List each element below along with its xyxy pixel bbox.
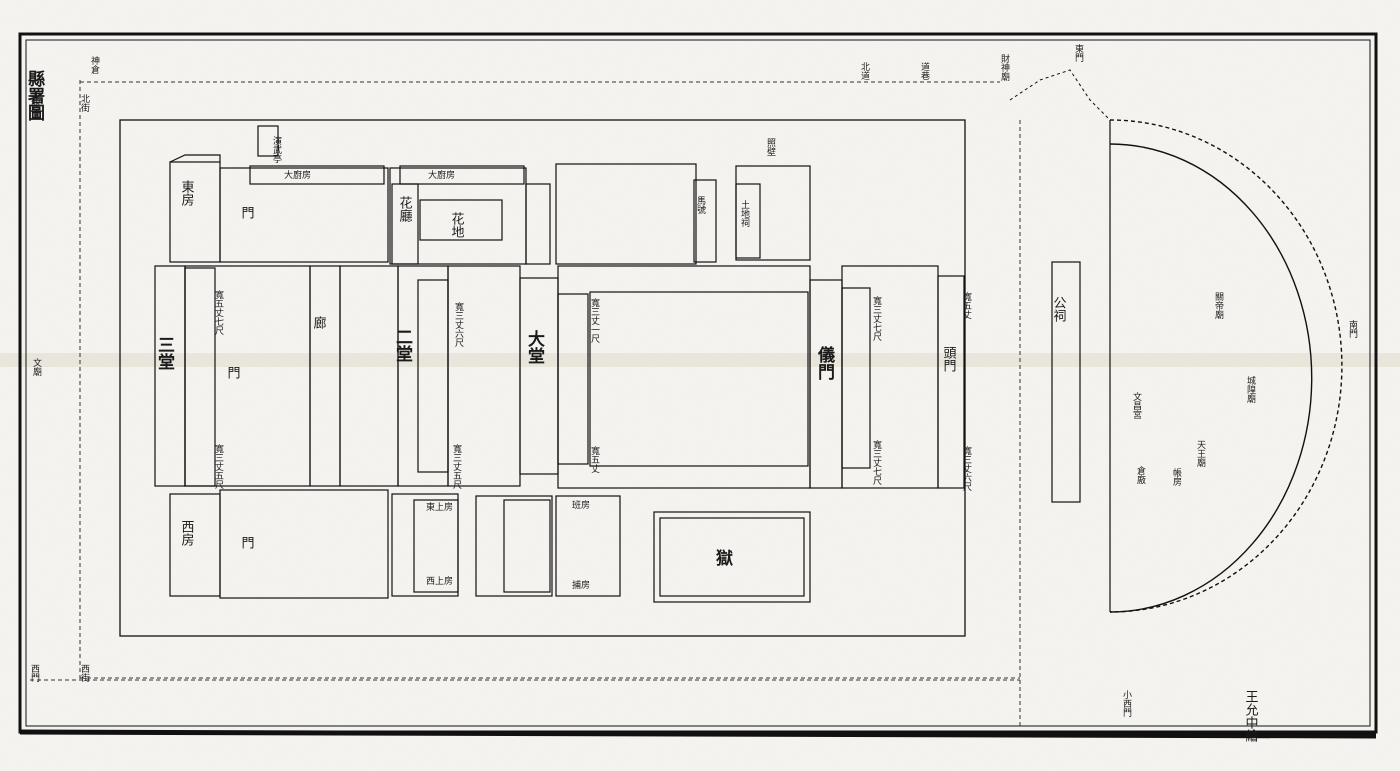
- label-shenchang: 神倉: [89, 55, 100, 75]
- label-quan-fang: 捕房: [572, 579, 590, 591]
- label-east-gate: 東門: [1073, 43, 1084, 63]
- street-lines: [30, 80, 1021, 726]
- label-kuan-8: 寬五丈: [589, 445, 600, 474]
- label-xi-fang: 西房: [179, 520, 195, 546]
- label-dachu: 大廚房: [284, 169, 311, 181]
- label-tudi: 土地祠: [739, 199, 750, 228]
- map-author: 王允中繪: [1243, 690, 1259, 743]
- label-dong-shangfang: 東上房: [426, 501, 453, 513]
- map-labels: 縣署圖 神倉 北門 北街 西門 西街 小西門 王允中繪 南門 東門 財神廟 文廟…: [24, 43, 1358, 744]
- label-hua-di: 花地: [449, 211, 465, 238]
- label-dongfang: 東房: [179, 179, 195, 206]
- label-north-gate: 北門: [29, 94, 40, 113]
- label-chenghuang: 城隍廟: [1245, 376, 1256, 404]
- label-men-north: 門: [239, 206, 254, 220]
- label-dao-xiang: 道巷: [919, 61, 930, 80]
- west-buildings: [169, 125, 811, 265]
- label-xi-shangfang: 西上房: [426, 575, 453, 587]
- label-kuan-6: 寬三丈五尺: [451, 443, 462, 490]
- label-men-west: 門: [225, 366, 240, 380]
- label-xiecang: 倉廒: [1135, 465, 1146, 485]
- map-title: 縣署圖: [24, 70, 46, 122]
- label-kuan-2: 寬三丈六尺: [453, 301, 464, 348]
- label-small-west-gate: 小西門: [1121, 690, 1132, 718]
- label-kuan-5: 寬三丈五尺: [213, 443, 224, 490]
- label-datang: 大堂: [524, 329, 545, 364]
- label-kuan-3: 寬五丈七尺: [213, 289, 224, 336]
- label-toumen: 頭門: [941, 346, 957, 373]
- east-precinct: [1009, 69, 1343, 613]
- label-cuan-fang: 班房: [572, 499, 590, 511]
- label-men-south: 門: [239, 536, 254, 550]
- bottom-frame-shadow: [19, 729, 1377, 739]
- label-guandi: 關帝廟: [1213, 292, 1224, 320]
- label-yanwu: 演武亭: [271, 135, 282, 163]
- label-south-gate: 南門: [1347, 319, 1358, 339]
- label-kuan-1: 寬三丈一尺: [589, 297, 600, 344]
- label-sanfang: 三堂: [154, 336, 175, 370]
- label-jail: 獄: [715, 548, 733, 569]
- label-caishen: 財神廟: [999, 53, 1010, 82]
- label-kuan-4: 寬三丈七尺: [871, 295, 882, 342]
- label-wencang-gong: 文昌宮: [1131, 391, 1142, 420]
- label-zhang-fang: 帳房: [1171, 467, 1182, 487]
- label-north-street: 北街: [79, 94, 90, 113]
- middle-buildings: [154, 265, 965, 489]
- label-wumiao: 文廟: [31, 357, 42, 377]
- compound-wall: [119, 119, 966, 637]
- label-west-gate: 西門: [29, 664, 40, 683]
- inner-frame: [25, 39, 1371, 727]
- label-bei-dao: 北道: [859, 62, 870, 81]
- label-west-street: 西街: [79, 664, 90, 683]
- label-yimen: 儀門: [814, 345, 836, 381]
- label-ertang: 二堂: [392, 328, 413, 362]
- label-hua-ting: 花廳: [397, 195, 413, 223]
- label-zhou-ting: 廊: [311, 315, 327, 329]
- label-yi-qing: 馬號: [695, 196, 706, 215]
- label-kuan-7: 寬三丈七尺: [871, 439, 882, 486]
- label-zhaobi: 照壁: [765, 138, 776, 156]
- label-kuan-10: 寬三丈六尺: [961, 445, 972, 492]
- label-kuan-9: 寬五丈: [961, 291, 972, 320]
- label-dabing: 大廚房: [428, 169, 455, 181]
- label-tianwang: 天王廟: [1195, 440, 1206, 468]
- label-gongci: 公祠: [1051, 296, 1067, 322]
- lower-buildings: [169, 489, 811, 603]
